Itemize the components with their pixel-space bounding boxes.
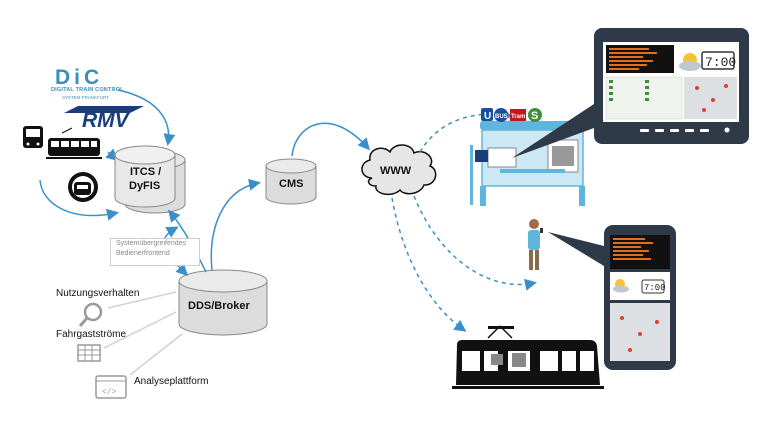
www-cloud <box>361 144 437 196</box>
frontend-box: Systemübergreifendes Bedienerfrontend <box>110 238 200 266</box>
svg-text:</>: </> <box>102 388 117 397</box>
itcs-label-line1: ITCS / <box>130 166 162 178</box>
frontend-label-line2: Bedienerfrontend <box>116 250 170 257</box>
phone-display: 7:00 <box>604 225 676 370</box>
tram-screen <box>491 354 503 365</box>
shelter-screen-small <box>487 147 517 168</box>
magnifier-icon <box>78 302 103 327</box>
svg-text:7:00: 7:00 <box>705 55 736 70</box>
dic-logo-line2: SYSTEM FRANKFURT <box>62 95 109 100</box>
callout-pointer-large <box>512 104 594 158</box>
rmv-text: RMV <box>82 109 131 132</box>
tram-icon <box>46 127 102 159</box>
svg-text:Tram: Tram <box>511 114 525 120</box>
bus-icon <box>23 126 43 148</box>
arrow-www-to-phone <box>413 195 537 291</box>
map-large <box>684 77 737 119</box>
bus-sign <box>494 108 508 122</box>
s-bahn-sign <box>528 108 542 122</box>
rmv-logo: RMV <box>64 106 144 132</box>
tram-vehicle <box>452 325 604 389</box>
arrow-www-to-tram <box>391 197 467 332</box>
svg-text:7:00: 7:00 <box>644 283 666 293</box>
arrow-dic-to-itcs <box>117 89 176 146</box>
usage-label: Nutzungsverhalten <box>56 288 140 299</box>
svg-text:U: U <box>484 111 491 122</box>
large-display: 7:00 <box>594 28 749 144</box>
cms-label: CMS <box>279 178 304 190</box>
flows-label: Fahrgastströme <box>56 329 127 340</box>
www-label: WWW <box>380 165 412 177</box>
dic-logo-line1: DIGITAL TRAIN CONTROL <box>51 87 124 93</box>
line-flows-to-dds <box>103 311 177 349</box>
tram-sign <box>510 109 526 121</box>
itcs-label-line2: DyFIS <box>129 180 161 192</box>
dic-logo-title: DiC <box>55 66 104 89</box>
line-platform-to-dds <box>129 333 183 376</box>
itcs-database <box>114 145 186 214</box>
platform-label: Analyseplattform <box>134 376 209 387</box>
person-with-phone <box>528 219 543 270</box>
cloud-weather-icon <box>679 61 701 71</box>
train-tunnel-icon <box>68 172 98 202</box>
clock-small <box>641 279 665 294</box>
cms-database <box>265 158 317 205</box>
svg-text:BUS: BUS <box>495 114 508 120</box>
svg-text:S: S <box>531 110 538 122</box>
arrow-cms-to-www <box>291 122 370 157</box>
clock-large <box>701 51 735 70</box>
callout-pointer-phone <box>548 232 604 266</box>
dds-label: DDS/Broker <box>188 300 250 312</box>
arrow-dds-to-cms <box>210 178 261 271</box>
arrow-transport-to-itcs <box>39 179 119 221</box>
dds-database <box>178 269 268 336</box>
code-window-icon: </> <box>95 375 127 399</box>
u-bahn-sign <box>481 108 493 121</box>
transit-signs: U BUS Tram S <box>481 108 542 122</box>
tram-qr-code <box>512 353 526 367</box>
frontend-label-line1: Systemübergreifendes <box>116 240 187 247</box>
line-usage-to-dds <box>107 291 177 309</box>
table-icon <box>77 344 101 362</box>
bus-stop-shelter <box>470 121 585 206</box>
shelter-qr-code <box>552 146 574 166</box>
